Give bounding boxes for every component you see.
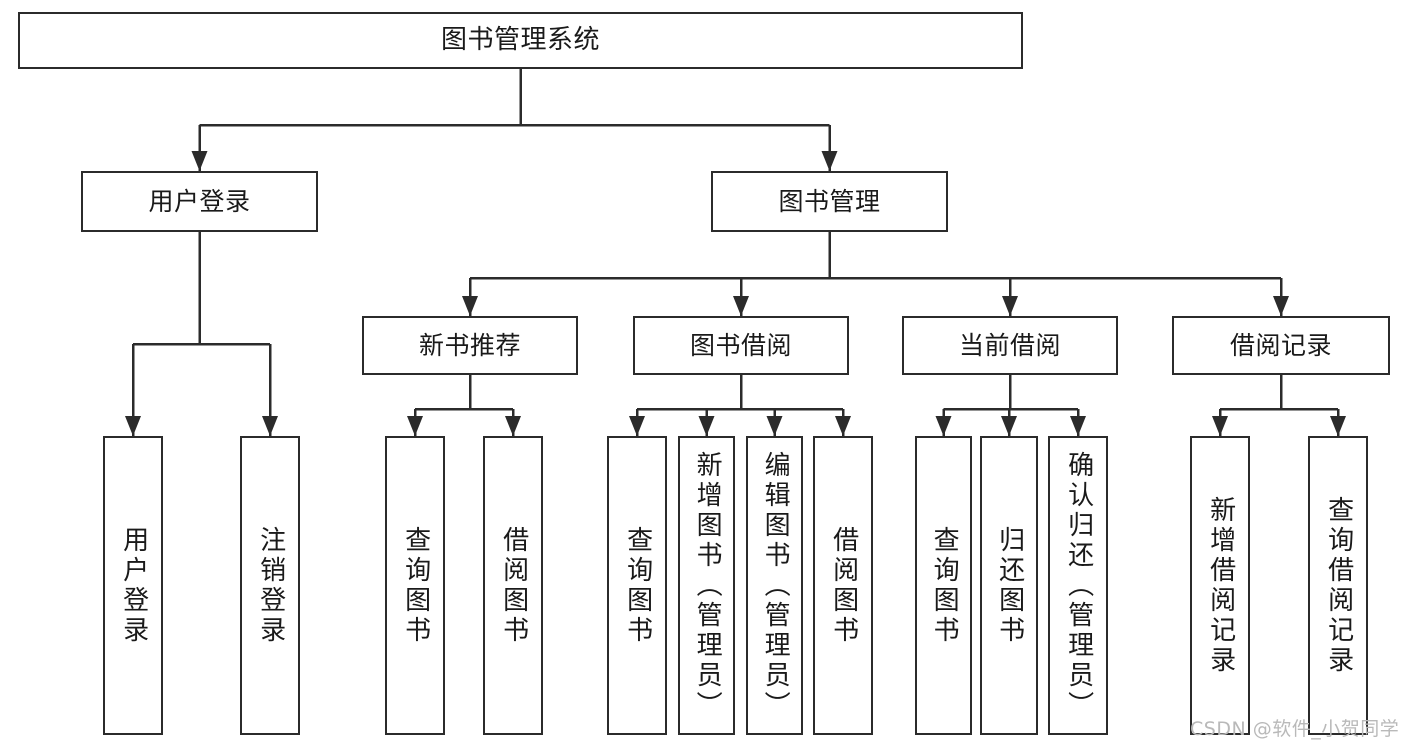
leaf-user-login[interactable]: 用户登录 <box>103 436 163 735</box>
node-borrow-records[interactable]: 借阅记录 <box>1172 316 1390 375</box>
node-user-login[interactable]: 用户登录 <box>81 171 318 232</box>
leaf-query-borrow-record[interactable]: 查询借阅记录 <box>1308 436 1368 735</box>
node-borrow-records-label: 借阅记录 <box>1229 330 1332 360</box>
node-new-book-recommend[interactable]: 新书推荐 <box>362 316 578 375</box>
leaf-query-book-borrow[interactable]: 查询图书 <box>607 436 667 735</box>
node-book-management-label: 图书管理 <box>778 186 881 216</box>
leaf-user-logout[interactable]: 注销登录 <box>240 436 300 735</box>
leaf-add-borrow-record[interactable]: 新增借阅记录 <box>1190 436 1250 735</box>
node-current-borrow-label: 当前借阅 <box>958 330 1061 360</box>
leaf-borrow-book-label: 借阅图书 <box>828 525 859 646</box>
leaf-confirm-return-admin-label: 确认归还（管理员） <box>1063 450 1094 721</box>
leaf-borrow-book-recommend[interactable]: 借阅图书 <box>483 436 543 735</box>
leaf-edit-book-admin[interactable]: 编辑图书（管理员） <box>746 436 803 735</box>
leaf-query-book-current[interactable]: 查询图书 <box>915 436 972 735</box>
node-new-book-recommend-label: 新书推荐 <box>418 330 521 360</box>
leaf-query-book-recommend-label: 查询图书 <box>400 525 431 646</box>
leaf-return-book-label: 归还图书 <box>994 525 1025 646</box>
leaf-borrow-book[interactable]: 借阅图书 <box>813 436 873 735</box>
node-book-management[interactable]: 图书管理 <box>711 171 948 232</box>
leaf-query-borrow-record-label: 查询借阅记录 <box>1323 495 1354 676</box>
node-user-login-label: 用户登录 <box>148 186 251 216</box>
leaf-add-book-admin[interactable]: 新增图书（管理员） <box>678 436 735 735</box>
node-current-borrow[interactable]: 当前借阅 <box>902 316 1118 375</box>
csdn-watermark: CSDN @软件_小贺同学 <box>1190 718 1400 740</box>
leaf-return-book[interactable]: 归还图书 <box>980 436 1038 735</box>
node-root[interactable]: 图书管理系统 <box>18 12 1023 69</box>
leaf-query-book-current-label: 查询图书 <box>929 525 960 646</box>
leaf-add-book-admin-label: 新增图书（管理员） <box>692 450 723 721</box>
leaf-query-book-borrow-label: 查询图书 <box>622 525 653 646</box>
leaf-user-login-label: 用户登录 <box>118 525 149 646</box>
leaf-edit-book-admin-label: 编辑图书（管理员） <box>760 450 791 721</box>
leaf-query-book-recommend[interactable]: 查询图书 <box>385 436 445 735</box>
leaf-borrow-book-recommend-label: 借阅图书 <box>498 525 529 646</box>
node-book-borrow[interactable]: 图书借阅 <box>633 316 849 375</box>
leaf-confirm-return-admin[interactable]: 确认归还（管理员） <box>1048 436 1108 735</box>
node-book-borrow-label: 图书借阅 <box>689 330 792 360</box>
leaf-user-logout-label: 注销登录 <box>255 525 286 646</box>
leaf-add-borrow-record-label: 新增借阅记录 <box>1205 495 1236 676</box>
node-root-label: 图书管理系统 <box>440 25 600 56</box>
